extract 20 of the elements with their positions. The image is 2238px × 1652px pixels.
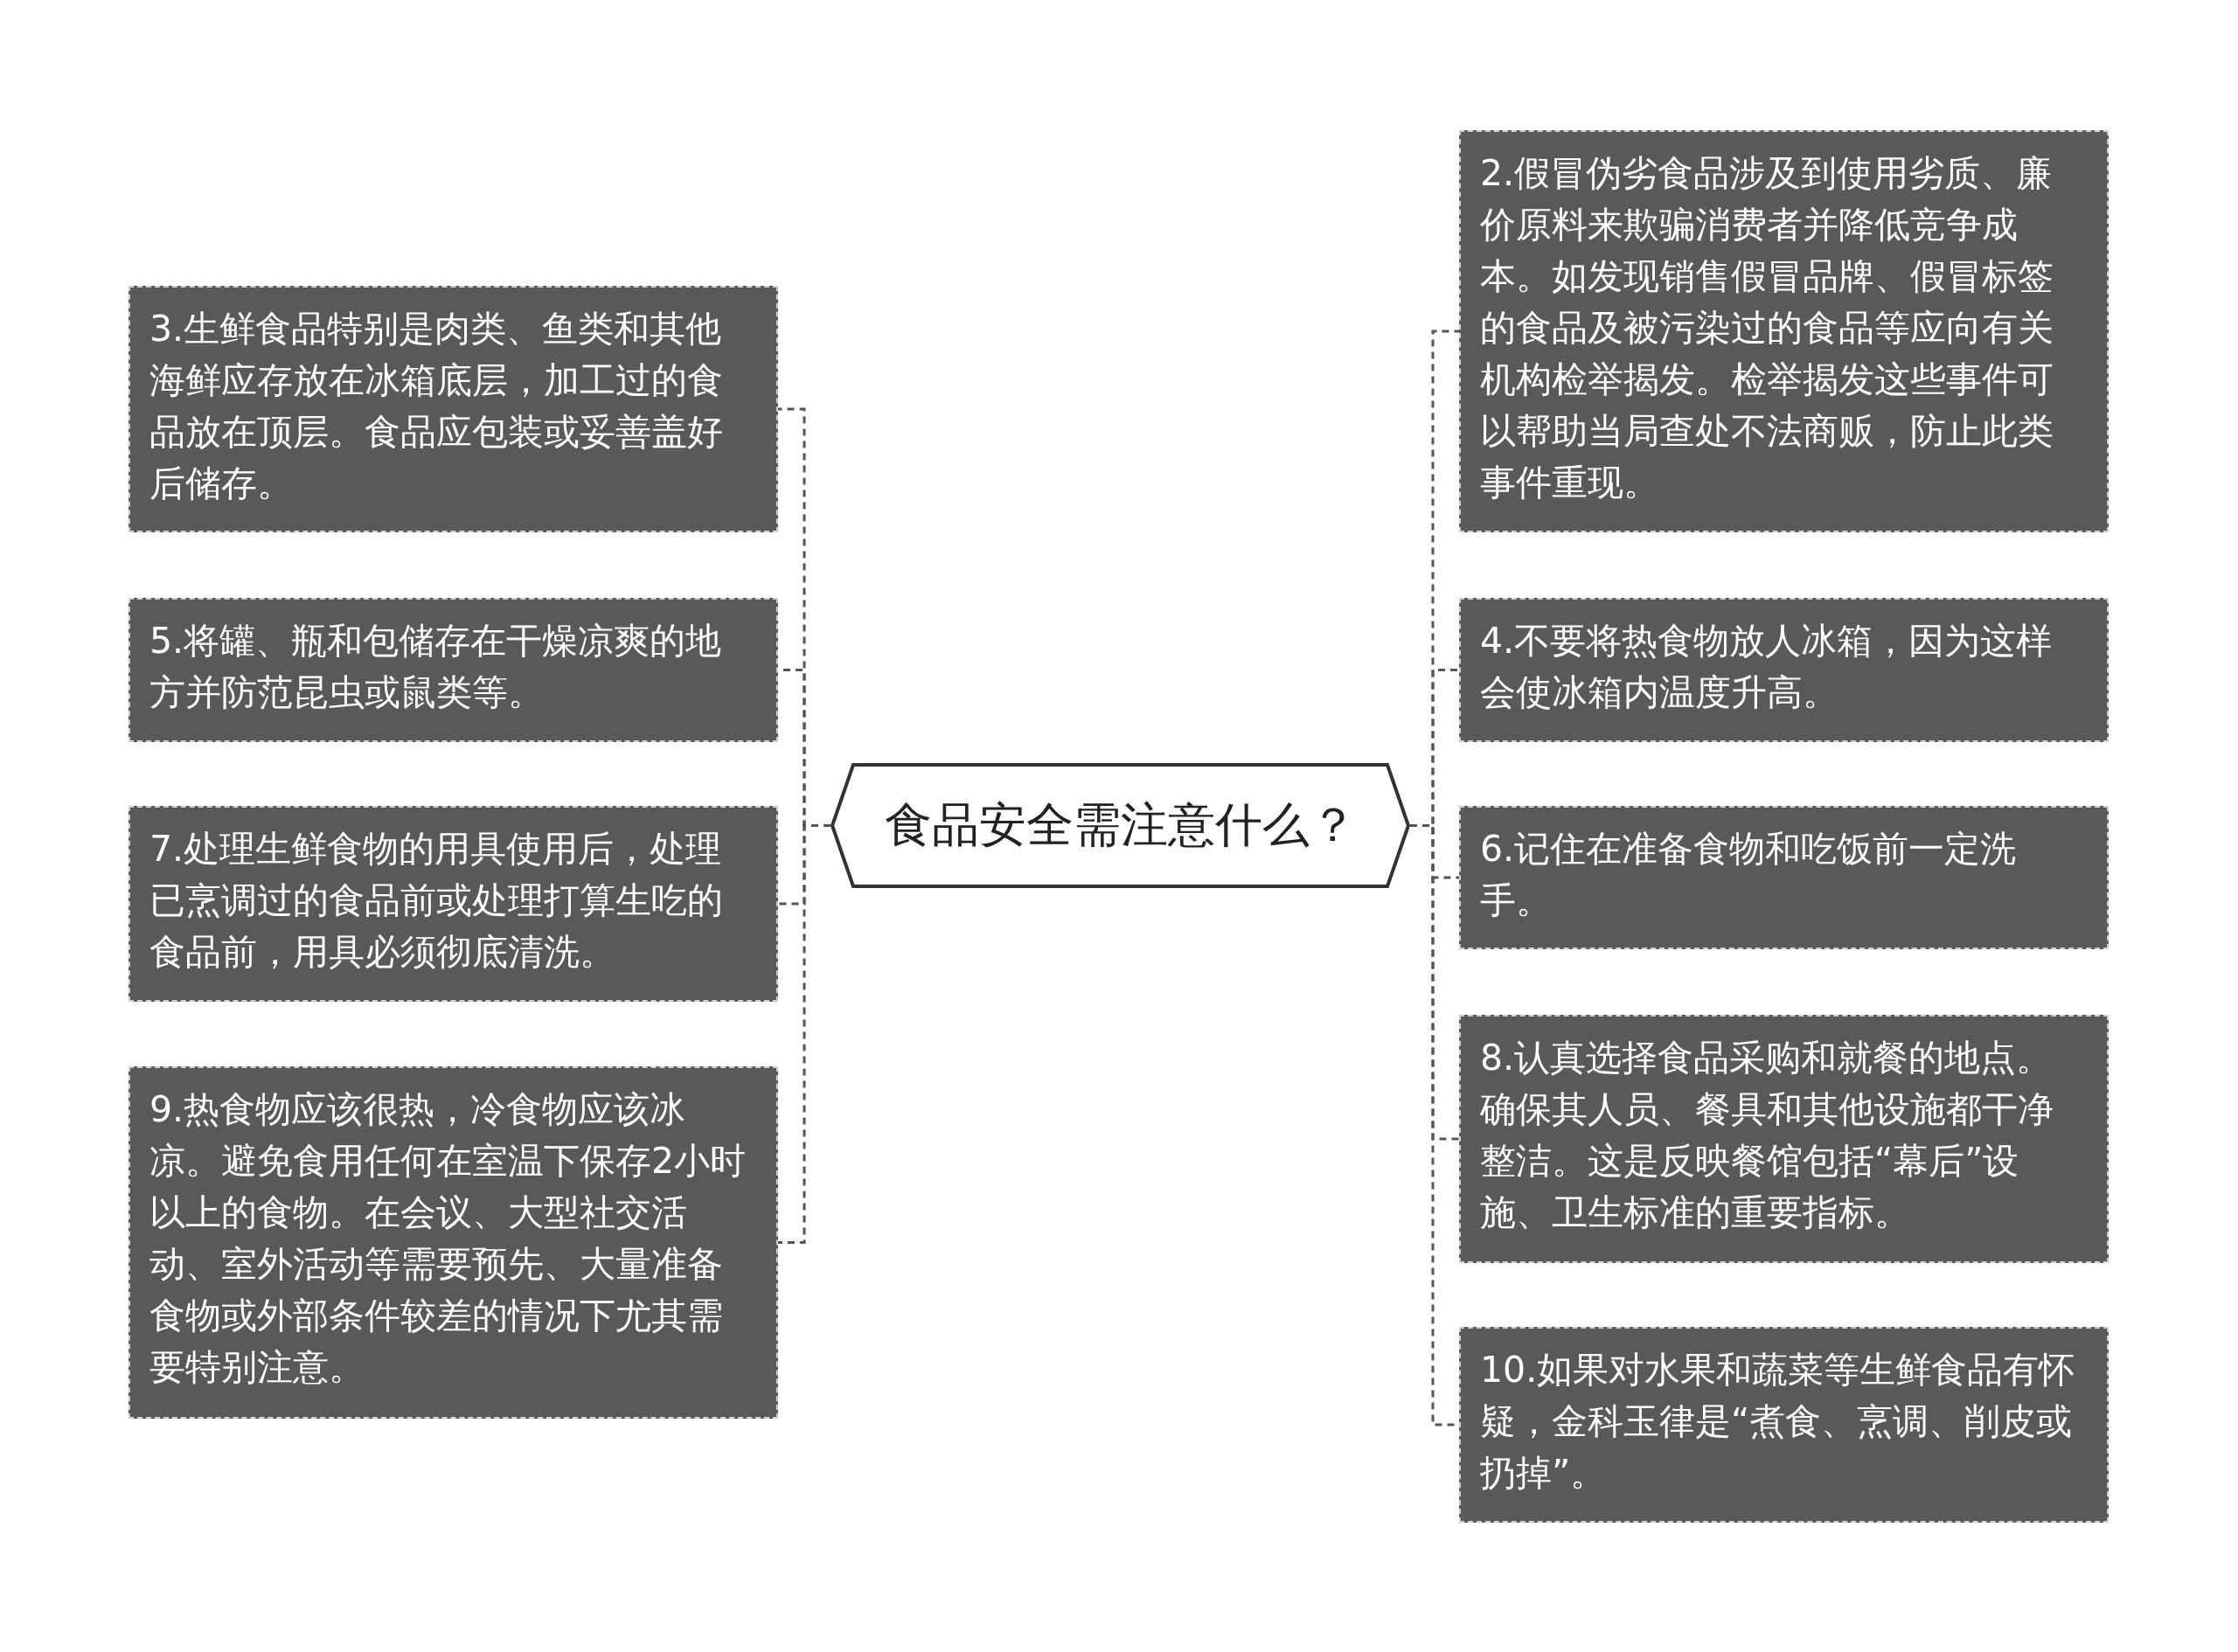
topic-box — [129, 598, 778, 742]
topic-text: 7.处理生鲜食物的用具使用后，处理已烹调过的食品前或处理打算生吃的食品前，用具必须彻底清洗。 — [149, 827, 724, 975]
topic-text: 10.如果对水果和蔬菜等生鲜食品有怀疑，金科玉律是“煮食、烹调、削皮或扔掉”。 — [1480, 1348, 2076, 1496]
topic-box — [1459, 1327, 2109, 1523]
topic-text: 6.记住在准备食物和吃饭前一定洗手。 — [1480, 827, 2018, 923]
topic-box — [129, 806, 778, 1002]
topic-text: 8.认真选择食品采购和就餐的地点。确保其人员、餐具和其他设施都干净整洁。这是反映餐馆包括“幕后”设施、卫生标准的重要指标。 — [1480, 1036, 2054, 1235]
topic-box — [1459, 1015, 2109, 1263]
topic-text: 4.不要将热食物放人冰箱，因为这样会使冰箱内温度升高。 — [1480, 619, 2054, 715]
topic-box — [1459, 130, 2109, 532]
topic-box — [129, 286, 778, 532]
topic-box — [1459, 806, 2109, 949]
topic-text: 5.将罐、瓶和包储存在干燥凉爽的地方并防范昆虫或鼠类等。 — [149, 619, 723, 715]
topic-text: 3.生鲜食品特别是肉类、鱼类和其他海鲜应存放在冰箱底层，加工过的食品放在顶层。食品应包装或妥善盖好后储存。 — [149, 307, 724, 506]
topic-title: 食品安全需注意什么？ — [884, 796, 1357, 854]
central-topic-hexagon — [831, 763, 1410, 888]
topic-box — [129, 1066, 778, 1419]
topic-box — [1459, 598, 2109, 742]
topic-text: 2.假冒伪劣食品涉及到使用劣质、廉价原料来欺骗消费者并降低竞争成本。如发现销售假冒品牌、假冒标签的食品及被污染过的食品等应向有关机构检举揭发。检举揭发这些事件可以帮助当局查处不法商贩，防止此类事件重现。 — [1480, 151, 2054, 505]
topic-text: 9.热食物应该很热，冷食物应该冰凉。避免食用任何在室温下保存2小时以上的食物。在会议、大型社交活动、室外活动等需要预先、大量准备食物或外部条件较差的情况下尤其需要特别注意。 — [149, 1087, 747, 1390]
